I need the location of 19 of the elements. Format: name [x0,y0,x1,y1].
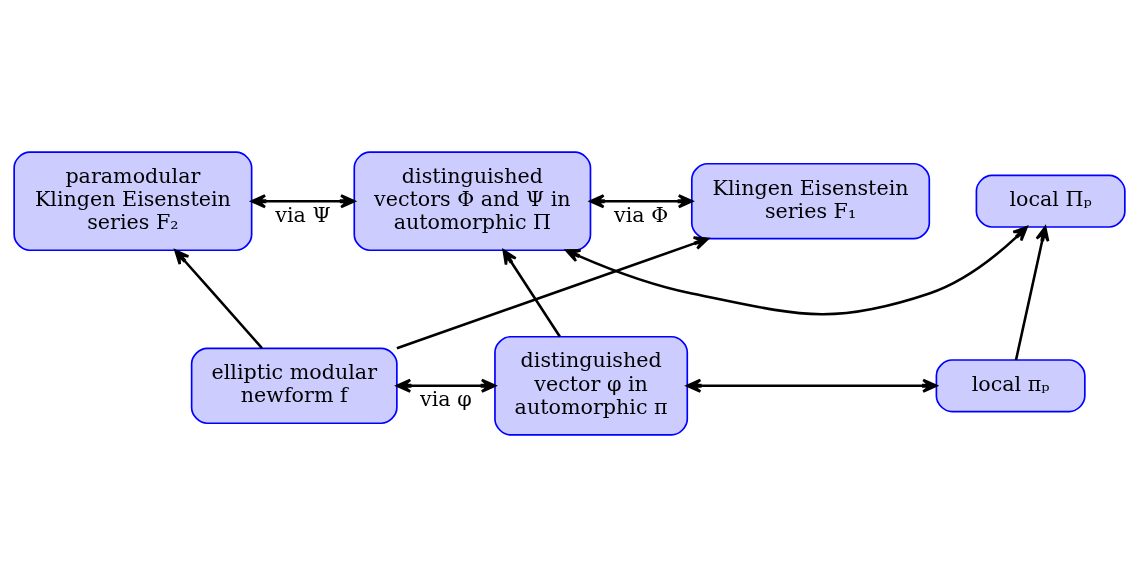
node-box: Klingen Eisenstein series F₁ [690,162,931,239]
node-box: paramodular Klingen Eisenstein series F₂ [13,150,253,251]
node-box: local πₚ [935,358,1086,412]
edge-label: via φ [420,386,472,411]
node-box: distinguished vectors Φ and Ψ in automorphic Π [353,150,592,251]
edge-label: via Φ [614,202,669,227]
arrow [502,248,561,337]
arrow [250,193,356,208]
node-box: elliptic modular newform f [190,347,398,424]
arrow [686,378,938,393]
node-box: local Πₚ [975,174,1126,228]
arrow [395,378,497,393]
edge-label: via Ψ [275,202,331,227]
arrow [1014,225,1050,360]
arrow [396,235,709,350]
arrow [589,193,694,208]
arrow [565,225,1028,315]
arrow [174,248,263,349]
node-box: distinguished vector φ in automorphic π [494,335,689,436]
